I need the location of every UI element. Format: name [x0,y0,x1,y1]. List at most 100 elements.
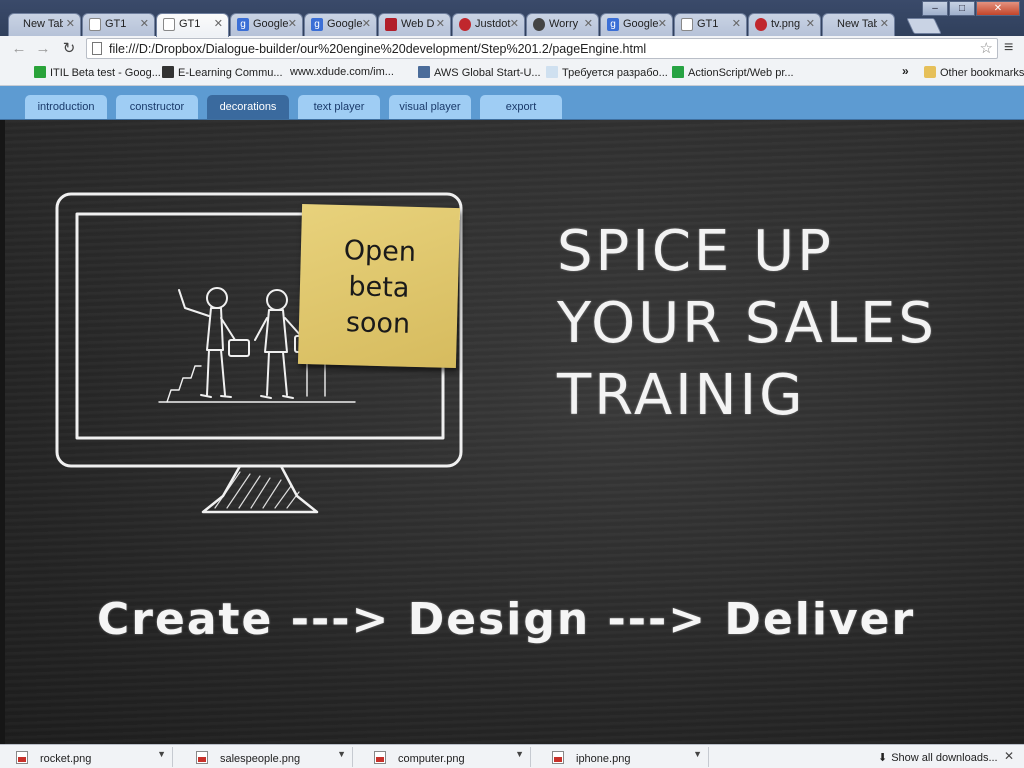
bookmark-label: AWS Global Start-U... [434,67,541,79]
browser-tab[interactable]: g Google ✕ [230,13,303,36]
bookmark-item[interactable]: E-Learning Commu... [162,66,283,82]
tab-close-icon[interactable]: ✕ [361,18,371,30]
folder-icon [924,66,936,78]
address-bar[interactable]: file:///D:/Dropbox/Dialogue-builder/our%… [86,38,998,59]
download-filename: computer.png [398,753,465,765]
tab-title: GT1 [105,18,127,30]
tab-close-icon[interactable]: ✕ [287,18,297,30]
nav-tab-export[interactable]: export [480,95,562,119]
nav-tab-visual-player[interactable]: visual player [389,95,471,119]
back-arrow-icon[interactable]: ← [11,40,27,57]
download-item[interactable]: salespeople.png ▼ [180,747,353,767]
bookmark-item[interactable]: Требуется разрабо... [546,66,668,82]
downloads-bar: rocket.png ▼ salespeople.png ▼ computer.… [0,744,1024,768]
browser-tab[interactable]: New Tab ✕ [8,13,81,36]
close-icon[interactable]: ✕ [1003,749,1014,763]
page-viewport: introduction constructor decorations tex… [0,86,1024,744]
tab-close-icon[interactable]: ✕ [805,18,815,30]
browser-tab[interactable]: g Google ✕ [600,13,673,36]
tab-close-icon[interactable]: ✕ [139,18,149,30]
browser-tab-strip: New Tab ✕ GT1 ✕ GT1 ✕ g Google ✕ g Googl… [0,0,1024,37]
browser-tab[interactable]: GT1 ✕ [674,13,747,36]
page-icon [163,18,175,31]
maximize-icon[interactable]: □ [949,1,975,16]
window-controls: –□✕ [921,0,1020,16]
tab-close-icon[interactable]: ✕ [65,18,75,30]
tab-close-icon[interactable]: ✕ [583,18,593,30]
tab-close-icon[interactable]: ✕ [435,18,445,30]
download-item[interactable]: computer.png ▼ [358,747,531,767]
browser-tab[interactable]: g Google ✕ [304,13,377,36]
browser-tab[interactable]: New Tab ✕ [822,13,895,36]
nav-tab-introduction[interactable]: introduction [25,95,107,119]
browser-tab[interactable]: Justdot ✕ [452,13,525,36]
tab-close-icon[interactable]: ✕ [213,18,223,30]
bookmarks-bar: ITIL Beta test - Goog... E-Learning Comm… [0,62,1024,164]
nav-tab-constructor[interactable]: constructor [116,95,198,119]
tab-title: Google [253,18,289,30]
browser-toolbar: ← → ↻ file:///D:/Dropbox/Dialogue-builde… [0,36,1024,63]
show-all-downloads-label: Show all downloads... [891,752,998,764]
headline-line: SPICE UP [557,219,834,284]
download-item[interactable]: rocket.png ▼ [0,747,173,767]
sticky-note-line: beta [348,271,410,304]
other-bookmarks-folder[interactable]: Other bookmarks [924,66,1024,82]
show-all-downloads-link[interactable]: ⬇Show all downloads... [878,751,998,764]
chevron-down-icon[interactable]: ▼ [337,749,346,759]
browser-tab[interactable]: Web D ✕ [378,13,451,36]
forward-arrow-icon[interactable]: → [35,40,51,57]
tab-close-icon[interactable]: ✕ [657,18,667,30]
reload-icon[interactable]: ↻ [62,40,76,57]
tab-close-icon[interactable]: ✕ [509,18,519,30]
site-icon [755,18,767,31]
tab-title: Justdot [475,18,511,30]
tab-title: Worry [549,18,579,30]
chevron-down-icon[interactable]: ▼ [157,749,166,759]
bookmark-item[interactable]: ITIL Beta test - Goog... [34,66,161,82]
hero-tagline: Create ---> Design ---> Deliver [97,594,916,645]
tab-title: Web D [401,18,435,30]
bookmarks-overflow-chevron-icon[interactable]: » [902,64,909,78]
google-icon: g [607,18,619,31]
tab-title: Google [327,18,363,30]
close-window-icon[interactable]: ✕ [976,1,1020,16]
bookmark-label: Требуется разрабо... [562,67,668,79]
bookmark-label: Other bookmarks [940,67,1024,79]
tab-title: New Tab [23,18,63,30]
site-icon [533,18,545,31]
browser-tab[interactable]: tv.png ✕ [748,13,821,36]
bookmark-item[interactable]: ActionScript/Web pr... [672,66,794,82]
beta-sticky-note: Open beta soon [297,203,461,369]
bookmark-item[interactable]: www.xdude.com/im... [290,66,394,164]
nav-tab-decorations[interactable]: decorations [207,95,289,119]
bookmark-label: E-Learning Commu... [178,67,283,79]
nav-tab-text-player[interactable]: text player [298,95,380,119]
tab-close-icon[interactable]: ✕ [879,18,889,30]
new-tab-button[interactable] [906,18,942,34]
tab-title: Google [623,18,659,30]
chevron-down-icon[interactable]: ▼ [515,749,524,759]
browser-tab[interactable]: GT1 ✕ [82,13,155,36]
bookmark-item[interactable]: AWS Global Start-U... [418,66,541,82]
bookmark-label: www.xdude.com/im... [290,66,394,78]
google-icon: g [237,18,249,31]
minimize-icon[interactable]: – [922,1,948,16]
download-filename: salespeople.png [220,753,301,765]
monitor-illustration [55,192,463,514]
chevron-down-icon[interactable]: ▼ [693,749,702,759]
site-icon [385,18,397,31]
menu-icon[interactable]: ≡ [1004,39,1014,56]
download-item[interactable]: iphone.png ▼ [536,747,709,767]
chalkboard-hero: Open beta soon SPICE UP YOUR SALES TRAIN… [5,120,1024,744]
hero-headline: SPICE UP YOUR SALES TRAINIG [557,216,1017,432]
browser-tab-active[interactable]: GT1 ✕ [156,13,229,37]
page-left-edge [0,120,5,744]
headline-line: TRAINIG [557,363,806,428]
tab-title: GT1 [179,18,201,30]
sticky-note-line: soon [345,307,411,340]
browser-tab[interactable]: Worry ✕ [526,13,599,36]
bookmark-star-icon[interactable]: ☆ [979,40,993,57]
site-icon [459,18,471,31]
tab-close-icon[interactable]: ✕ [731,18,741,30]
address-url[interactable]: file:///D:/Dropbox/Dialogue-builder/our%… [109,42,647,56]
